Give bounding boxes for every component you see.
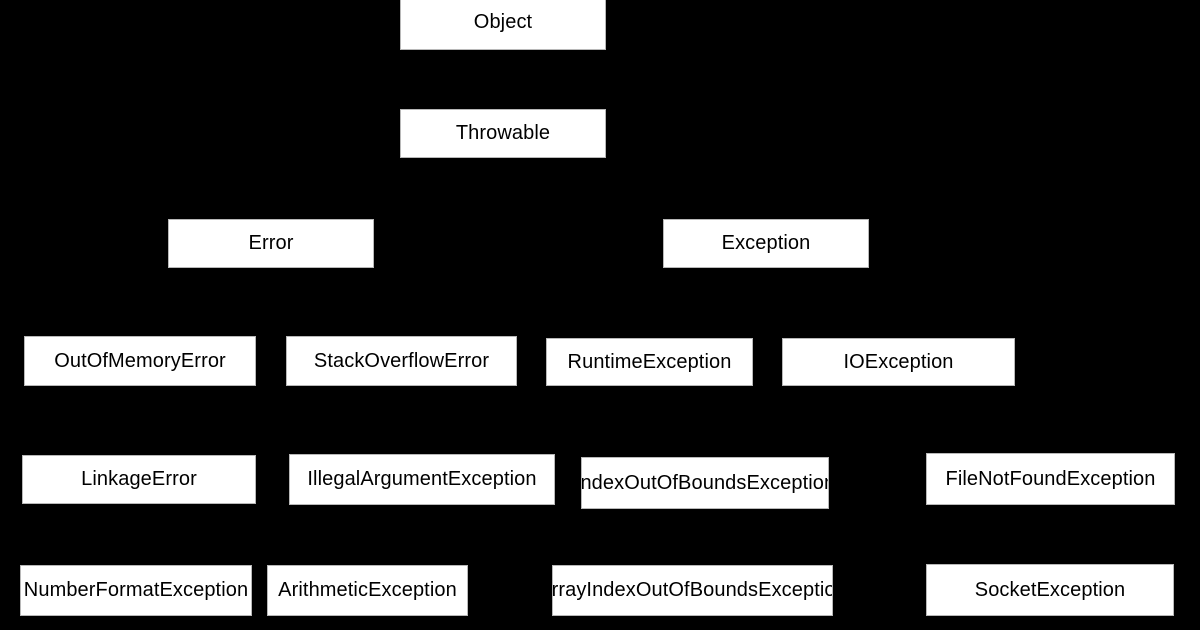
- node-label-index-out-of-bounds-exception: IndexOutOfBoundsException: [581, 471, 829, 494]
- node-label-file-not-found-exception: FileNotFoundException: [945, 467, 1156, 490]
- node-label-array-index-out-of-bounds-exception: ArrayIndexOutOfBoundsException: [552, 579, 833, 601]
- node-throwable[interactable]: Throwable: [400, 109, 606, 158]
- node-arithmetic-exception[interactable]: ArithmeticException: [267, 565, 468, 616]
- node-file-not-found-exception[interactable]: FileNotFoundException: [926, 453, 1175, 505]
- node-label-arithmetic-exception: ArithmeticException: [278, 579, 457, 601]
- node-io-exception[interactable]: IOException: [782, 338, 1015, 386]
- node-number-format-exception[interactable]: NumberFormatException: [20, 565, 252, 616]
- node-label-number-format-exception: NumberFormatException: [23, 579, 249, 601]
- node-label-throwable: Throwable: [455, 122, 551, 144]
- node-label-out-of-memory-error: OutOfMemoryError: [54, 349, 226, 372]
- node-out-of-memory-error[interactable]: OutOfMemoryError: [24, 336, 256, 386]
- node-stack-overflow-error[interactable]: StackOverflowError: [286, 336, 517, 386]
- node-label-exception: Exception: [721, 232, 811, 254]
- node-label-runtime-exception: RuntimeException: [567, 350, 732, 373]
- node-runtime-exception[interactable]: RuntimeException: [546, 338, 753, 386]
- node-label-stack-overflow-error: StackOverflowError: [313, 349, 490, 372]
- node-label-error: Error: [248, 232, 294, 254]
- node-illegal-argument-exception[interactable]: IllegalArgumentException: [289, 454, 555, 505]
- node-label-object: Object: [473, 10, 533, 33]
- node-label-io-exception: IOException: [843, 350, 954, 373]
- node-label-socket-exception: SocketException: [974, 578, 1126, 601]
- node-object[interactable]: Object: [400, 0, 606, 50]
- node-label-linkage-error: LinkageError: [81, 468, 197, 490]
- node-label-illegal-argument-exception: IllegalArgumentException: [307, 468, 537, 490]
- node-error[interactable]: Error: [168, 219, 374, 268]
- node-socket-exception[interactable]: SocketException: [926, 564, 1174, 616]
- node-array-index-out-of-bounds-exception[interactable]: ArrayIndexOutOfBoundsException: [552, 565, 833, 616]
- node-linkage-error[interactable]: LinkageError: [22, 455, 256, 504]
- node-exception[interactable]: Exception: [663, 219, 869, 268]
- node-index-out-of-bounds-exception[interactable]: IndexOutOfBoundsException: [581, 457, 829, 509]
